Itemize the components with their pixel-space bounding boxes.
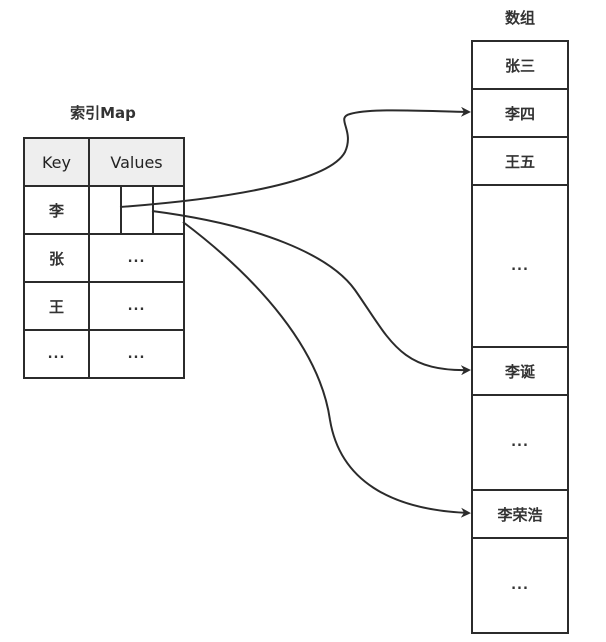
map-value-cell: ... bbox=[88, 281, 185, 331]
map-value-slot bbox=[152, 185, 185, 235]
map-value-slot bbox=[88, 185, 122, 235]
map-header-values: Values bbox=[88, 137, 185, 187]
map-header-key: Key bbox=[23, 137, 90, 187]
array-item: 王五 bbox=[471, 136, 569, 186]
array-item: ... bbox=[471, 537, 569, 634]
map-key-cell: 李 bbox=[23, 185, 90, 235]
array-item: 李荣浩 bbox=[471, 489, 569, 539]
index-map-title: 索引Map bbox=[70, 104, 136, 122]
map-value-cell: ... bbox=[88, 329, 185, 379]
array-item: 李四 bbox=[471, 88, 569, 138]
map-value-cell: ... bbox=[88, 233, 185, 283]
map-value-slot bbox=[120, 185, 154, 235]
array-item: 张三 bbox=[471, 40, 569, 90]
array-item: ... bbox=[471, 394, 569, 491]
map-key-cell: ... bbox=[23, 329, 90, 379]
array-title: 数组 bbox=[504, 9, 535, 27]
map-key-cell: 张 bbox=[23, 233, 90, 283]
array-item: ... bbox=[471, 184, 569, 348]
arrow-to-item-6 bbox=[182, 221, 471, 518]
array-item: 李诞 bbox=[471, 346, 569, 396]
map-key-cell: 王 bbox=[23, 281, 90, 331]
arrow-to-item-4 bbox=[151, 210, 471, 376]
